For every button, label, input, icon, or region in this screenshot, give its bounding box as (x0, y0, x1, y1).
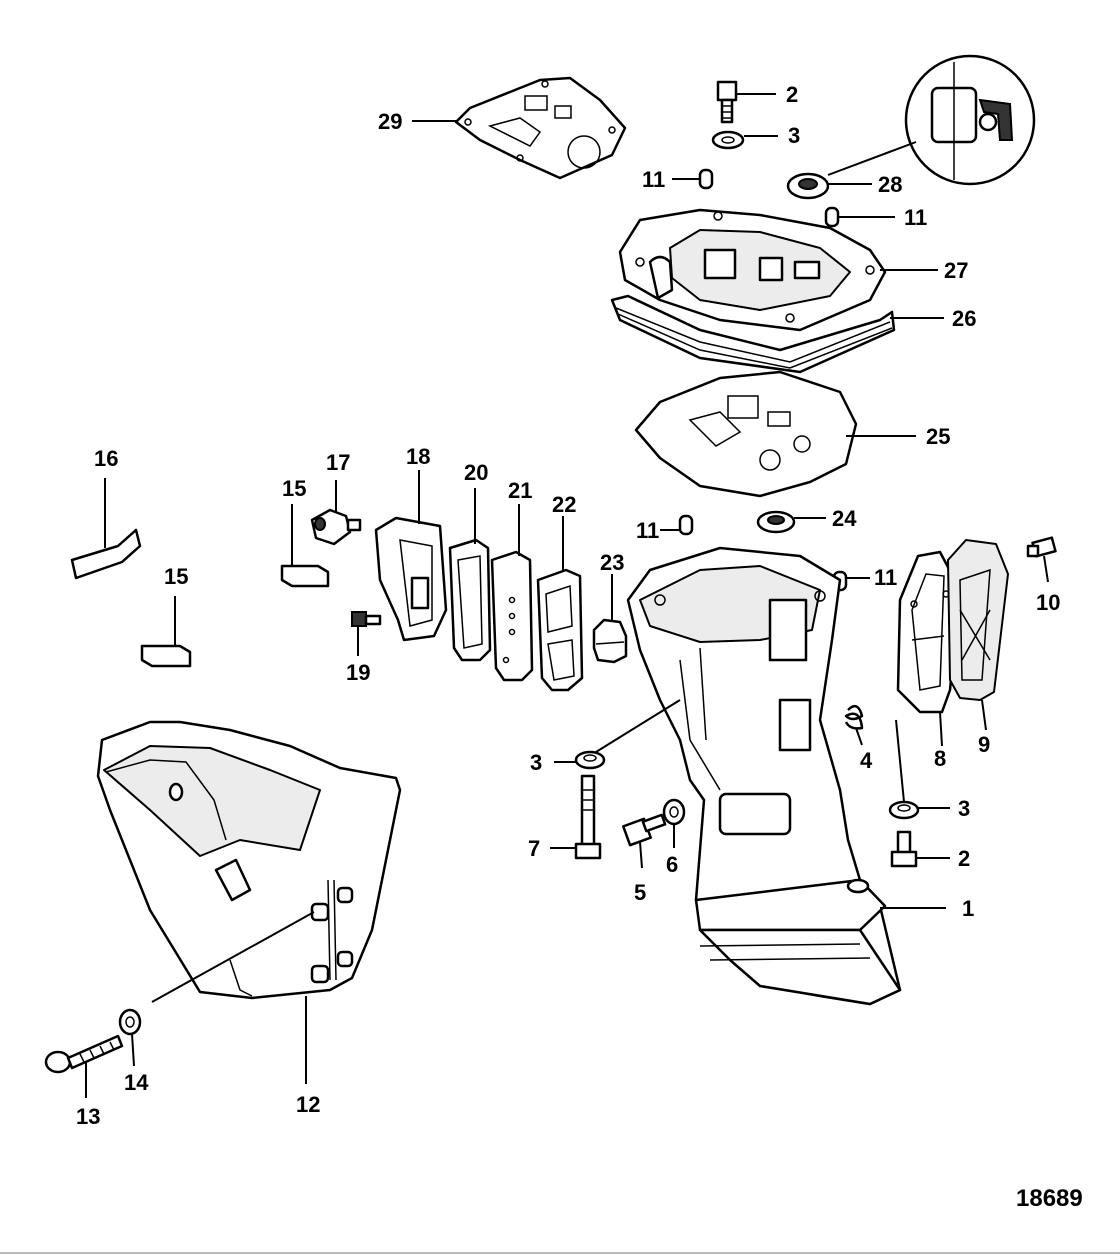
callout-4: 4 (860, 748, 873, 773)
callout-11-d: 11 (874, 565, 897, 590)
callout-6: 6 (666, 852, 678, 877)
part-22-gasket (536, 568, 584, 692)
part-1-driveshaft-housing (626, 546, 902, 1006)
callout-29: 29 (378, 109, 402, 134)
part-15-block-b (140, 644, 192, 668)
part-21-plate (490, 550, 534, 682)
callout-1: 1 (962, 896, 974, 921)
callout-3-left: 3 (530, 750, 542, 775)
part-11-dowel-a (698, 168, 714, 190)
part-11-dowel-b (824, 206, 840, 228)
callout-17: 17 (326, 450, 350, 475)
callout-7: 7 (528, 836, 540, 861)
callout-5: 5 (634, 880, 646, 905)
callout-19: 19 (346, 660, 370, 685)
seal-detail-inset (904, 54, 1036, 186)
callout-24: 24 (832, 506, 857, 531)
callout-18: 18 (406, 444, 430, 469)
part-2-bolt-top (716, 80, 738, 124)
part-14-washer (118, 1008, 142, 1036)
part-15-block-a (280, 564, 330, 588)
part-3-washer-left (574, 750, 606, 770)
part-29-gasket (454, 76, 627, 180)
part-20-gasket (448, 538, 492, 662)
part-9-cover (947, 539, 1009, 701)
callout-2-top: 2 (786, 82, 798, 107)
callout-14: 14 (124, 1070, 149, 1095)
part-10-screw (1026, 536, 1057, 558)
callout-3-top: 3 (788, 123, 800, 148)
callout-22: 22 (552, 492, 576, 517)
callout-15-a: 15 (282, 476, 306, 501)
part-18-housing (374, 516, 448, 642)
callout-15-b: 15 (164, 564, 188, 589)
part-4-spring (844, 704, 864, 730)
callout-23: 23 (600, 550, 624, 575)
callout-10: 10 (1036, 590, 1060, 615)
callout-2-right: 2 (958, 846, 970, 871)
part-23-grommet (592, 618, 628, 664)
part-12-chaps (96, 720, 402, 1000)
callout-11-c: 11 (636, 518, 659, 543)
callout-27: 27 (944, 258, 968, 283)
callout-26: 26 (952, 306, 976, 331)
part-7-bolt (574, 774, 602, 860)
callout-13: 13 (76, 1104, 100, 1129)
part-17-fitting (310, 508, 362, 546)
figure-number: 18689 (1016, 1185, 1083, 1212)
part-8-cover-gasket (896, 550, 962, 714)
callout-12: 12 (296, 1092, 320, 1117)
callout-20: 20 (464, 460, 488, 485)
callout-9: 9 (978, 732, 990, 757)
part-13-bolt (44, 1034, 124, 1074)
callout-3-right: 3 (958, 796, 970, 821)
callout-28: 28 (878, 172, 902, 197)
callout-16: 16 (94, 446, 118, 471)
callout-21: 21 (508, 478, 532, 503)
bottom-border (0, 1252, 1120, 1254)
part-25-gasket (634, 370, 858, 498)
part-24-seal (756, 510, 796, 534)
part-16-block (70, 528, 142, 580)
part-2-bolt-right (890, 830, 918, 868)
part-27-adaptor-plate (618, 208, 887, 332)
part-6-washer (662, 798, 686, 826)
callout-11-b: 11 (904, 205, 927, 230)
part-19-fitting (351, 611, 382, 627)
callout-8: 8 (934, 746, 946, 771)
part-11-dowel-c (678, 514, 694, 536)
part-5-screw (621, 813, 667, 847)
part-28-seal (786, 172, 830, 200)
callout-25: 25 (926, 424, 950, 449)
part-3-washer-right (888, 800, 920, 820)
part-26-gasket (610, 294, 896, 374)
callout-11-a: 11 (642, 167, 665, 192)
part-3-washer-top (711, 130, 745, 150)
